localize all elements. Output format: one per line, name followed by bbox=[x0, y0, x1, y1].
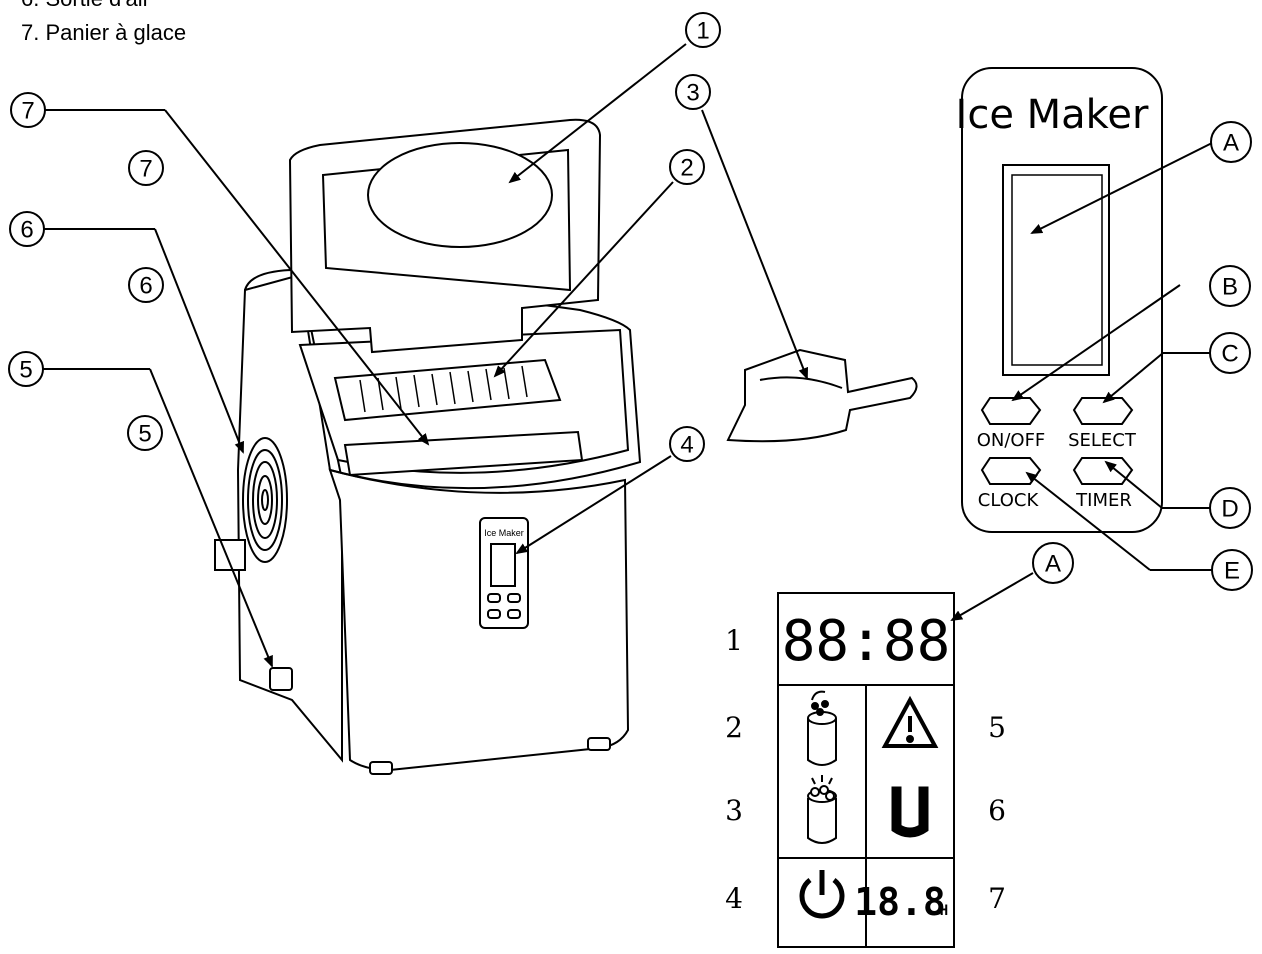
panel-display-inner bbox=[1011, 174, 1103, 366]
svg-text:2: 2 bbox=[680, 155, 693, 182]
ice-making-icon bbox=[807, 690, 837, 766]
row-label-1: 1 bbox=[725, 624, 743, 657]
ice-full-icon bbox=[807, 775, 837, 844]
callout-D: D bbox=[1209, 487, 1251, 529]
svg-text:B: B bbox=[1222, 274, 1238, 301]
front-control-panel: Ice Maker ON/OFF SELECT CLOCK TIMER bbox=[956, 67, 1163, 533]
callout-B: B bbox=[1209, 265, 1251, 307]
callout-7b: 7 bbox=[128, 150, 164, 186]
svg-text:A: A bbox=[1223, 130, 1239, 157]
callout-4: 4 bbox=[669, 426, 705, 462]
callout-C: C bbox=[1209, 332, 1251, 374]
svg-text:4: 4 bbox=[680, 432, 693, 459]
drain-plug bbox=[269, 667, 293, 691]
svg-text:5: 5 bbox=[19, 357, 32, 384]
callout-6b: 6 bbox=[128, 267, 164, 303]
panel-title: Ice Maker bbox=[956, 92, 1149, 138]
legend-line-7: 7. Panier à glace bbox=[21, 20, 187, 45]
power-icon bbox=[799, 870, 845, 919]
timer-label: TIMER bbox=[1075, 490, 1132, 511]
svg-text:7: 7 bbox=[139, 156, 152, 183]
clock-label: CLOCK bbox=[978, 490, 1040, 511]
svg-text:1: 1 bbox=[696, 18, 709, 45]
foot-right bbox=[587, 737, 611, 751]
basket-icon bbox=[891, 786, 929, 838]
row-label-3: 3 bbox=[725, 794, 743, 827]
row-label-5: 5 bbox=[988, 711, 1006, 744]
svg-text:E: E bbox=[1224, 558, 1240, 585]
timer-unit: H bbox=[940, 903, 948, 919]
timer-button[interactable] bbox=[1072, 457, 1134, 485]
svg-text:5: 5 bbox=[138, 421, 151, 448]
select-button[interactable] bbox=[1072, 397, 1134, 425]
callout-2: 2 bbox=[669, 149, 705, 185]
callout-A1: A bbox=[1210, 121, 1252, 163]
svg-text:D: D bbox=[1221, 496, 1238, 523]
callout-6a: 6 bbox=[9, 211, 45, 247]
svg-text:6: 6 bbox=[20, 217, 33, 244]
machine-panel-title: Ice Maker bbox=[484, 528, 524, 538]
ice-maker-machine: Ice Maker bbox=[214, 118, 642, 775]
timer-readout: 18.8 bbox=[854, 880, 946, 924]
warning-icon bbox=[881, 695, 939, 748]
svg-text:7: 7 bbox=[21, 98, 34, 125]
row-label-2: 2 bbox=[725, 711, 743, 744]
on-off-label: ON/OFF bbox=[977, 430, 1046, 451]
ice-scoop bbox=[726, 348, 918, 443]
callout-5b: 5 bbox=[127, 415, 163, 451]
air-outlet-grill bbox=[242, 437, 288, 563]
callout-1: 1 bbox=[685, 12, 721, 48]
callouts: 1 3 2 4 7 7 6 6 5 5 A B C D E A bbox=[8, 12, 1253, 591]
display-grid bbox=[777, 592, 955, 948]
on-off-button[interactable] bbox=[980, 397, 1042, 425]
lid-window bbox=[367, 142, 553, 248]
svg-text:C: C bbox=[1221, 341, 1238, 368]
ice-basket bbox=[343, 430, 584, 477]
callout-E: E bbox=[1211, 549, 1253, 591]
callout-7a: 7 bbox=[10, 92, 46, 128]
callout-A2: A bbox=[1032, 542, 1074, 584]
select-label: SELECT bbox=[1068, 430, 1137, 451]
clock-button[interactable] bbox=[980, 457, 1042, 485]
svg-text:6: 6 bbox=[139, 273, 152, 300]
row-label-6: 6 bbox=[988, 794, 1006, 827]
foot-left bbox=[369, 761, 393, 775]
callout-3: 3 bbox=[675, 74, 711, 110]
svg-text:3: 3 bbox=[686, 80, 699, 107]
clock-readout: 88:88 bbox=[782, 609, 951, 674]
row-label-4: 4 bbox=[725, 882, 743, 915]
leader-lines bbox=[43, 43, 1213, 668]
row-label-7: 7 bbox=[988, 882, 1006, 915]
callout-5a: 5 bbox=[8, 351, 44, 387]
machine-panel-screen bbox=[490, 543, 516, 587]
machine-top-rim bbox=[244, 268, 642, 490]
legend-line-6: 6. Sortie d'air bbox=[21, 0, 150, 12]
svg-text:A: A bbox=[1045, 551, 1061, 578]
